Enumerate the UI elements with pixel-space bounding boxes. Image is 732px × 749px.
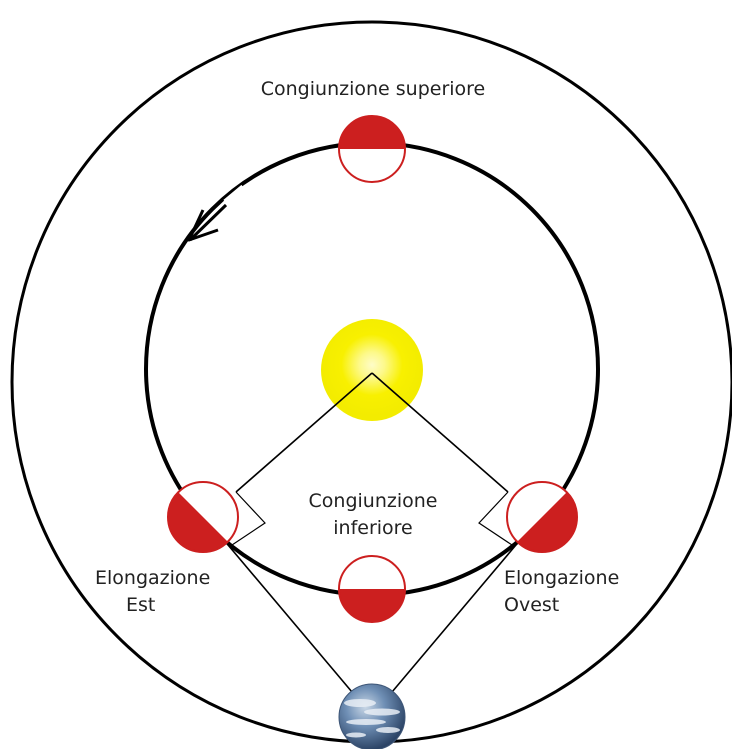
label-inferior-conjunction-line1: Congiunzione — [309, 490, 438, 512]
arrow-icon — [189, 205, 226, 240]
earth-west-line — [392, 539, 521, 692]
label-west-elongation-line2: Ovest — [504, 594, 559, 616]
label-east-elongation-line2: Est — [126, 594, 155, 616]
planet-superior-conjunction — [338, 115, 406, 182]
label-west-elongation-line1: Elongazione — [504, 567, 619, 589]
earth-east-line — [223, 539, 352, 692]
sun-icon — [321, 319, 423, 421]
label-inferior-conjunction-line2: inferiore — [333, 517, 413, 539]
sun-east-line — [236, 373, 372, 492]
planet-inferior-conjunction — [338, 556, 406, 623]
label-east-elongation-line1: Elongazione — [95, 567, 210, 589]
label-superior-conjunction: Congiunzione superiore — [261, 78, 486, 100]
earth-icon — [339, 684, 405, 749]
sun-west-line — [372, 373, 508, 492]
planet-west-elongation — [507, 482, 577, 552]
planet-east-elongation — [168, 482, 238, 552]
